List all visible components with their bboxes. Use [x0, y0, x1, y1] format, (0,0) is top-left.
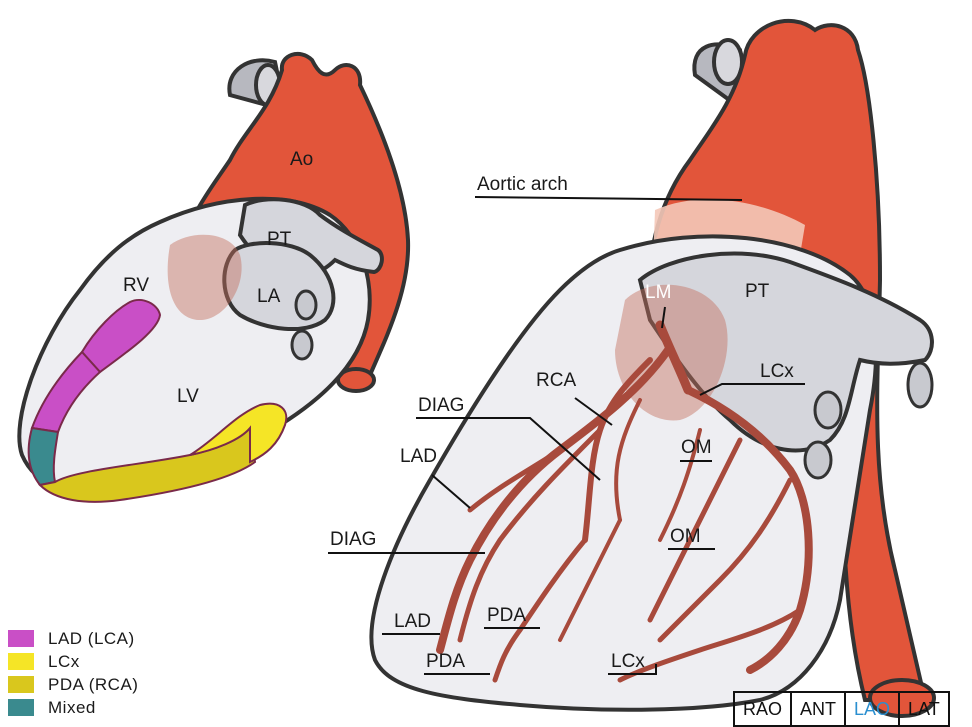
right-pv-2 [805, 442, 831, 478]
legend-item-pda: PDA (RCA) [8, 673, 138, 696]
legend-label-lad: LAD (LCA) [48, 629, 135, 649]
label-aortic-arch: Aortic arch [477, 174, 568, 195]
label-lm: LM [645, 282, 671, 303]
right-pv-1 [815, 392, 841, 428]
legend-swatch-mixed [8, 699, 34, 716]
label-pt-right: PT [745, 281, 770, 302]
label-rv: RV [123, 275, 149, 296]
label-diag-mid: DIAG [330, 529, 376, 550]
view-tab-rao[interactable]: RAO [735, 693, 792, 725]
legend: LAD (LCA) LCx PDA (RCA) Mixed [8, 627, 138, 719]
label-pt-left: PT [267, 229, 292, 250]
legend-item-lad: LAD (LCA) [8, 627, 138, 650]
label-om-top: OM [681, 437, 712, 458]
view-selector: RAO ANT LAO LAT [733, 691, 950, 727]
label-lad-top: LAD [400, 446, 437, 467]
legend-label-pda: PDA (RCA) [48, 675, 138, 695]
left-pv-1 [296, 291, 316, 319]
legend-swatch-pda [8, 676, 34, 693]
label-ao: Ao [290, 149, 313, 170]
mixed-segment [29, 428, 58, 485]
label-lcx-bottom: LCx [611, 651, 645, 672]
left-pv-2 [292, 331, 312, 359]
legend-swatch-lad [8, 630, 34, 647]
label-lcx-top: LCx [760, 361, 794, 382]
view-tab-lao[interactable]: LAO [846, 693, 900, 725]
view-tab-ant[interactable]: ANT [792, 693, 846, 725]
view-tab-lat[interactable]: LAT [900, 693, 948, 725]
legend-label-lcx: LCx [48, 652, 80, 672]
legend-item-mixed: Mixed [8, 696, 138, 719]
legend-label-mixed: Mixed [48, 698, 96, 718]
label-rca: RCA [536, 370, 576, 391]
legend-item-lcx: LCx [8, 650, 138, 673]
left-heart [19, 54, 408, 502]
label-lad-bottom: LAD [394, 611, 431, 632]
label-om-mid: OM [670, 526, 701, 547]
label-pda-bottom: PDA [426, 651, 465, 672]
label-lv: LV [177, 386, 199, 407]
label-pda-mid: PDA [487, 605, 526, 626]
label-diag-top: DIAG [418, 395, 464, 416]
right-pv-3 [908, 363, 932, 407]
legend-swatch-lcx [8, 653, 34, 670]
label-la: LA [257, 286, 281, 307]
